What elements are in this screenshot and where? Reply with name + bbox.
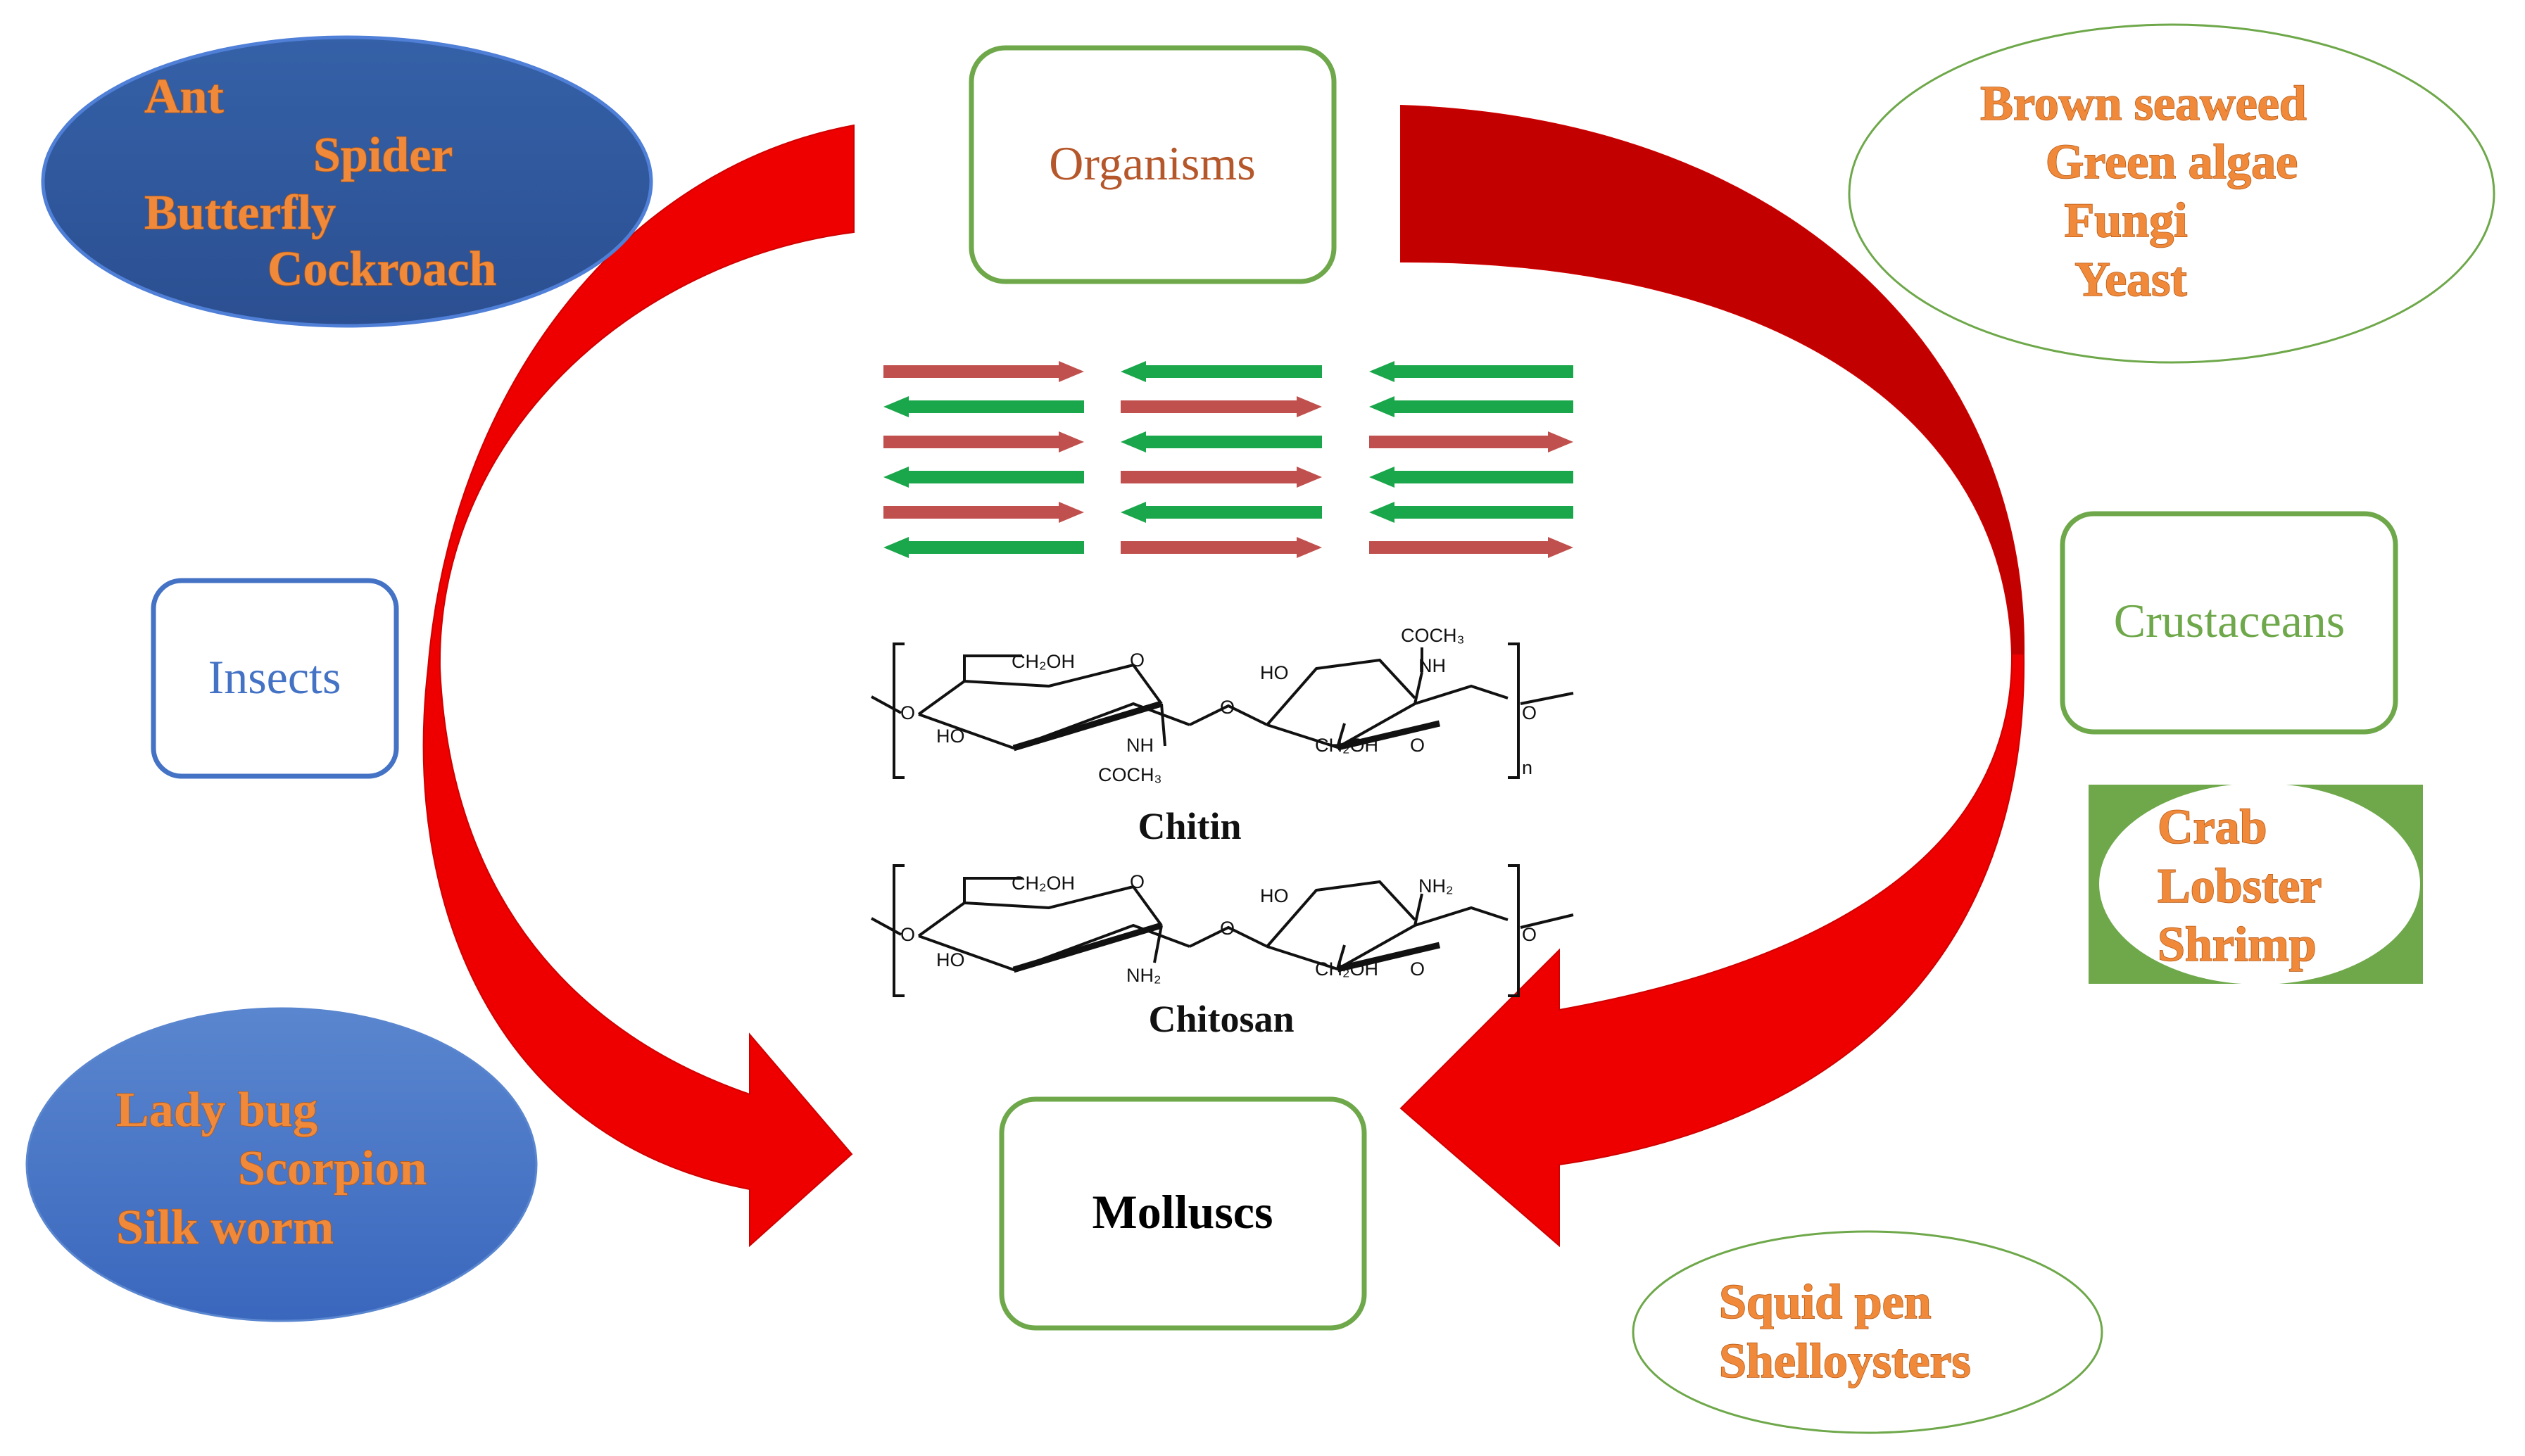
- chitosan-o-link: O: [1220, 918, 1235, 939]
- chitin-labels: CH₂OH O HO NH COCH₃ O HO COCH₃ NH CH₂OH …: [900, 625, 1537, 847]
- chitin-o-end-left: O: [900, 702, 915, 723]
- example-silk-worm: Silk worm: [116, 1201, 334, 1255]
- chitin-o-link: O: [1220, 697, 1235, 718]
- chitosan-labels: CH₂OH O HO NH₂ O HO NH₂ CH₂OH O O O Chit…: [900, 871, 1537, 1040]
- left-cycle-arrow: [422, 124, 855, 1248]
- strand-arrow-1-5-right: [883, 502, 1084, 523]
- example-squid-pen: Squid pen: [1719, 1275, 1932, 1329]
- strand-arrow-3-6-right: [1369, 537, 1573, 558]
- example-yeast: Yeast: [2074, 253, 2186, 307]
- molluscs-examples-ellipse: Squid pen Shelloysters: [1632, 1230, 2103, 1434]
- strand-arrow-1-1-right: [883, 361, 1084, 382]
- example-cockroach: Cockroach: [267, 242, 496, 296]
- example-shrimp: Shrimp: [2158, 918, 2317, 972]
- crustaceans-label: Crustaceans: [2114, 594, 2345, 647]
- example-green-algae: Green algae: [2046, 135, 2298, 189]
- chitosan-ch2oh-right: CH₂OH: [1315, 958, 1378, 980]
- example-spider: Spider: [313, 128, 453, 182]
- strand-arrow-3-2-left: [1369, 396, 1573, 417]
- strand-arrow-3-3-right: [1369, 431, 1573, 452]
- chitin-caption: Chitin: [1138, 805, 1241, 847]
- strand-arrow-2-6-right: [1121, 537, 1322, 558]
- strand-arrow-2-3-left: [1121, 431, 1322, 452]
- strand-arrow-1-6-left: [883, 537, 1084, 558]
- example-brown-seaweed: Brown seaweed: [1980, 77, 2306, 131]
- chitosan-ch2oh-left: CH₂OH: [1012, 873, 1075, 894]
- insects-box: Insects: [151, 578, 399, 779]
- organisms-examples-ellipse: Brown seaweed Green algae Fungi Yeast: [1848, 23, 2495, 364]
- example-lady-bug: Lady bug: [116, 1083, 317, 1137]
- strand-arrow-2-2-right: [1121, 396, 1322, 417]
- chitin-n-subscript: n: [1522, 757, 1532, 778]
- example-fungi: Fungi: [2064, 194, 2187, 248]
- chitosan-o-end-right: O: [1522, 924, 1537, 945]
- molluscs-label: Molluscs: [1093, 1185, 1273, 1239]
- chitosan-o-ring-right: O: [1410, 958, 1425, 980]
- crustaceans-box: Crustaceans: [2060, 511, 2398, 735]
- strand-arrow-1-3-right: [883, 431, 1084, 452]
- example-scorpion: Scorpion: [238, 1141, 427, 1196]
- polymer-strand-arrows: [883, 361, 1573, 558]
- chitin-o-end-right: O: [1522, 702, 1537, 723]
- chitosan-ho-right: HO: [1260, 885, 1289, 906]
- example-crab: Crab: [2158, 800, 2267, 854]
- chitin-nh-left: NH: [1126, 735, 1154, 756]
- strand-arrow-2-5-left: [1121, 502, 1322, 523]
- example-butterfly: Butterfly: [144, 186, 336, 240]
- example-shelloysters: Shelloysters: [1719, 1334, 1971, 1388]
- chitosan-o-end-left: O: [900, 924, 915, 945]
- chitin-structure: [871, 642, 1574, 779]
- strand-arrow-2-1-left: [1121, 361, 1322, 382]
- example-lobster: Lobster: [2158, 859, 2322, 913]
- molluscs-box: Molluscs: [999, 1096, 1367, 1331]
- chitin-ho-left: HO: [936, 726, 965, 747]
- chitin-ch2oh-left: CH₂OH: [1012, 651, 1075, 672]
- organisms-box: Organisms: [969, 45, 1337, 284]
- insects-examples-ellipse-2: Lady bug Scorpion Silk worm: [25, 1007, 538, 1322]
- organisms-label: Organisms: [1049, 137, 1255, 190]
- insects-examples-ellipse-1: Ant Spider Butterfly Cockroach: [41, 35, 653, 328]
- chitin-coch3-right: COCH₃: [1401, 625, 1465, 646]
- crustaceans-examples-panel: Crab Lobster Shrimp: [2089, 783, 2423, 985]
- example-ant: Ant: [144, 70, 224, 124]
- right-cycle-arrow-shade: [1401, 106, 2025, 654]
- chitosan-ho-left: HO: [936, 949, 965, 970]
- chitosan-nh2-left: NH₂: [1126, 965, 1161, 986]
- strand-arrow-3-1-left: [1369, 361, 1573, 382]
- chitosan-nh2-right: NH₂: [1418, 875, 1453, 897]
- chitin-o-ring-left: O: [1130, 650, 1145, 671]
- chitin-ch2oh-right: CH₂OH: [1315, 735, 1378, 756]
- strand-arrow-1-4-left: [883, 467, 1084, 488]
- insects-label: Insects: [208, 650, 341, 704]
- strand-arrow-2-4-right: [1121, 467, 1322, 488]
- chitosan-o-ring-left: O: [1130, 871, 1145, 892]
- chitin-o-ring-right: O: [1410, 735, 1425, 756]
- strand-arrow-3-4-left: [1369, 467, 1573, 488]
- strand-arrow-1-2-left: [883, 396, 1084, 417]
- chitin-coch3-left: COCH₃: [1098, 764, 1162, 785]
- strand-arrow-3-5-left: [1369, 502, 1573, 523]
- chitin-nh-right: NH: [1418, 655, 1446, 676]
- chitin-ho-right: HO: [1260, 662, 1289, 683]
- chitosan-caption: Chitosan: [1148, 998, 1294, 1040]
- chitosan-structure: [871, 864, 1574, 997]
